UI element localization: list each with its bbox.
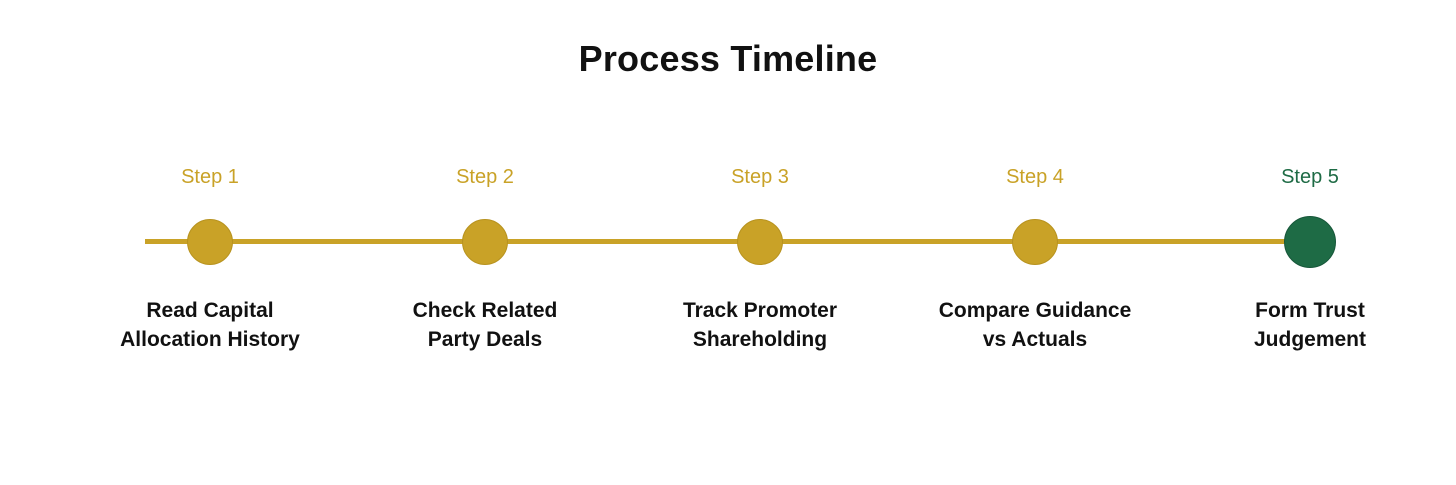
step-description-line: Allocation History xyxy=(120,328,300,351)
timeline-step-3: Step 3 Track Promoter Shareholding xyxy=(630,0,890,485)
step-description-line: Track Promoter xyxy=(682,299,838,322)
step-description-line: Check Related xyxy=(412,299,558,322)
timeline-step-4: Step 4 Compare Guidance vs Actuals xyxy=(905,0,1165,485)
timeline-step-2: Step 2 Check Related Party Deals xyxy=(355,0,615,485)
step-label: Step 5 xyxy=(1281,166,1339,188)
step-description: Check Related Party Deals xyxy=(355,296,615,354)
step-marker xyxy=(462,219,508,265)
step-description: Read Capital Allocation History xyxy=(80,296,340,354)
timeline-line xyxy=(145,239,1310,244)
step-description-line: Shareholding xyxy=(692,328,828,351)
step-description: Compare Guidance vs Actuals xyxy=(905,296,1165,354)
timeline-step-1: Step 1 Read Capital Allocation History xyxy=(80,0,340,485)
step-description-line: Read Capital xyxy=(146,299,274,322)
step-label: Step 2 xyxy=(456,166,514,188)
step-description: Track Promoter Shareholding xyxy=(630,296,890,354)
timeline-step-5: Step 5 Form Trust Judgement xyxy=(1180,0,1440,485)
step-description-line: vs Actuals xyxy=(982,328,1088,351)
step-description-line: Party Deals xyxy=(427,328,543,351)
step-description-line: Judgement xyxy=(1253,328,1366,351)
step-marker-final xyxy=(1284,216,1336,268)
step-marker xyxy=(737,219,783,265)
step-description-line: Form Trust xyxy=(1255,299,1365,322)
step-description: Form Trust Judgement xyxy=(1180,296,1440,354)
step-marker xyxy=(1012,219,1058,265)
step-label: Step 3 xyxy=(731,166,789,188)
step-marker xyxy=(187,219,233,265)
step-label: Step 4 xyxy=(1006,166,1064,188)
diagram-title: Process Timeline xyxy=(578,38,878,79)
step-label: Step 1 xyxy=(181,166,239,188)
step-description-line: Compare Guidance xyxy=(938,299,1132,322)
